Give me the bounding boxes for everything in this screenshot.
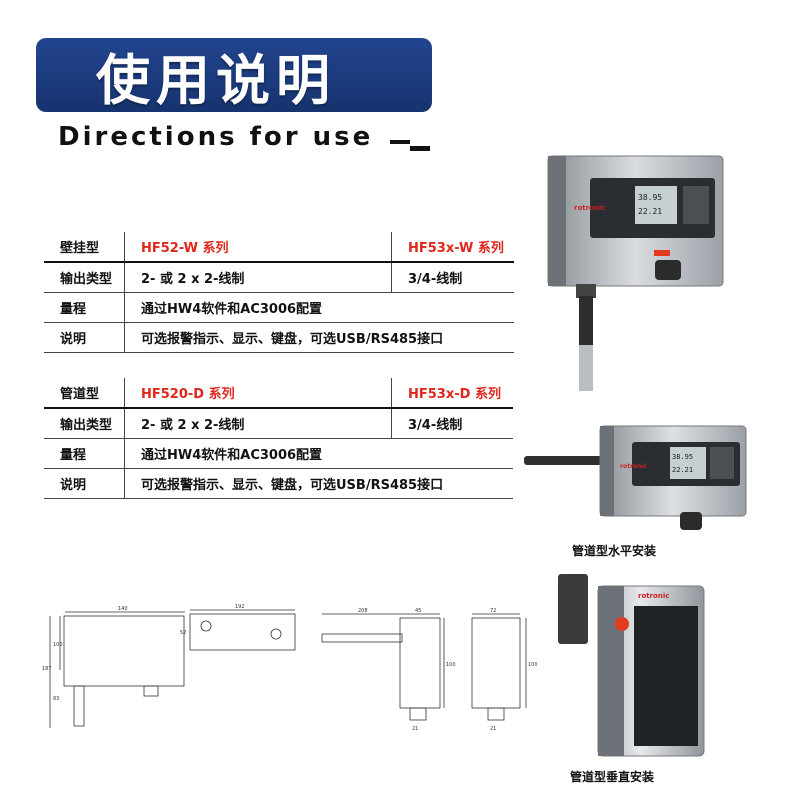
dim-label: 21 [412,726,418,732]
dim-label: 100 [528,662,538,668]
table-cell: HF53x-W 系列 [390,232,514,263]
table-row: 壁挂型 HF52-W 系列 HF53x-W 系列 [44,232,514,263]
dim-label: 52 [180,630,186,636]
dim-label: 83 [53,696,59,702]
table-cell: 3/4-线制 [390,262,514,293]
table-cell: 可选报警指示、显示、键盘，可选USB/RS485接口 [124,322,514,353]
dim-label: 100 [53,642,63,648]
table-row: 量程 通过HW4软件和AC3006配置 [44,292,514,323]
table-row: 输出类型 2- 或 2 x 2-线制 3/4-线制 [44,262,514,293]
table-row: 管道型 HF520-D 系列 HF53x-D 系列 [44,378,513,409]
page-subtitle: Directions for use [58,122,374,152]
table-cell: 量程 [44,292,125,323]
dim-label: 140 [118,606,128,612]
table-cell: 输出类型 [44,408,125,439]
dimension-drawings: 140 187 100 83 192 52 208 45 100 21 72 1… [42,604,538,732]
table-cell: 可选报警指示、显示、键盘，可选USB/RS485接口 [124,468,513,499]
table-cell: 2- 或 2 x 2-线制 [124,262,392,293]
display-reading-1: 38.95 [672,453,693,461]
table-cell: 壁挂型 [44,232,125,263]
page-title: 使用说明 [96,48,336,112]
table-cell: 3/4-线制 [391,408,513,439]
table-cell: 说明 [44,322,125,353]
table-cell: HF53x-D 系列 [391,378,513,409]
duct-horizontal-device-image: 38.95 22.21 rotronic [524,425,747,530]
duct-vertical-device-image: rotronic [558,574,705,757]
subtitle-mark [410,146,430,151]
caption-vertical: 管道型垂直安装 [570,770,655,784]
table-cell: 通过HW4软件和AC3006配置 [124,292,514,323]
dim-label: 21 [490,726,496,732]
title-banner: 使用说明 [36,38,432,112]
table-cell: 通过HW4软件和AC3006配置 [124,438,513,469]
table-cell: HF52-W 系列 [124,232,392,263]
display-reading-2: 22.21 [672,466,693,474]
wall-mount-device-image: 38.95 22.21 rotronic [547,155,724,391]
table-cell: 2- 或 2 x 2-线制 [124,408,392,439]
dim-label: 100 [446,662,456,668]
brand-logo: rotronic [638,592,669,600]
caption-horizontal: 管道型水平安装 [572,544,657,558]
brand-logo: rotronic [620,463,647,470]
table-cell: 管道型 [44,378,125,409]
display-reading-2: 22.21 [638,207,662,216]
brand-logo: rotronic [574,204,605,212]
dim-label: 45 [415,608,421,614]
dim-label: 208 [358,608,368,614]
dim-label: 72 [490,608,496,614]
duct-spec-table: 管道型 HF520-D 系列 HF53x-D 系列 输出类型 2- 或 2 x … [44,378,513,499]
dim-label: 187 [42,666,52,672]
table-cell: 量程 [44,438,125,469]
table-row: 说明 可选报警指示、显示、键盘，可选USB/RS485接口 [44,468,513,499]
subtitle-mark [390,140,410,144]
table-row: 说明 可选报警指示、显示、键盘，可选USB/RS485接口 [44,322,514,353]
display-reading-1: 38.95 [638,193,662,202]
table-cell: 说明 [44,468,125,499]
wall-spec-table: 壁挂型 HF52-W 系列 HF53x-W 系列 输出类型 2- 或 2 x 2… [44,232,514,353]
table-cell: HF520-D 系列 [124,378,392,409]
dim-label: 192 [235,604,245,610]
table-row: 量程 通过HW4软件和AC3006配置 [44,438,513,469]
table-row: 输出类型 2- 或 2 x 2-线制 3/4-线制 [44,408,513,439]
table-cell: 输出类型 [44,262,125,293]
